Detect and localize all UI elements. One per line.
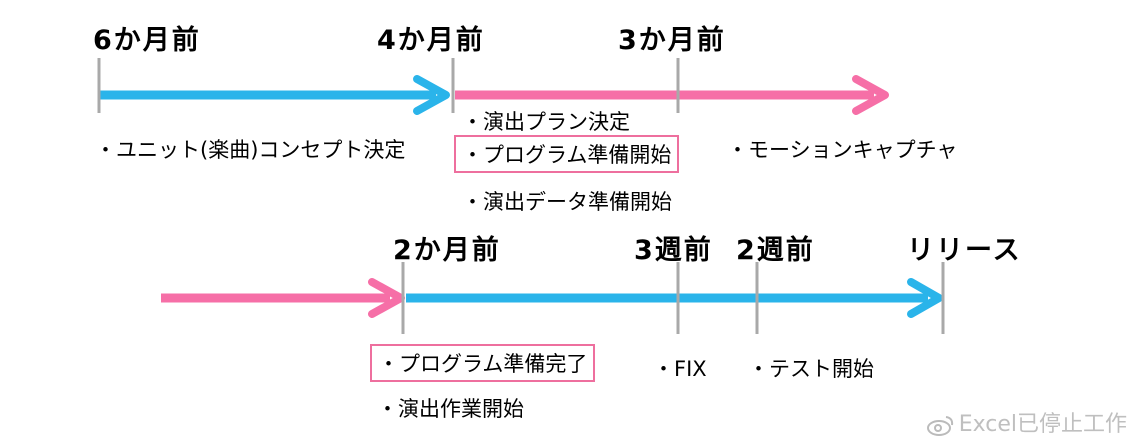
milestone-label-2-months: 2か月前 bbox=[393, 235, 501, 266]
task-unit-concept: ・ユニット(楽曲)コンセプト決定 bbox=[95, 138, 406, 162]
timeline-row2-pink-arrowhead bbox=[368, 278, 405, 318]
task-fix: ・FIX bbox=[653, 357, 707, 381]
milestone-label-4-months: 4か月前 bbox=[377, 25, 485, 56]
task-motion-capture: ・モーションキャプチャ bbox=[727, 138, 958, 162]
milestone-label-2-weeks: 2週前 bbox=[736, 235, 815, 266]
weibo-icon bbox=[926, 416, 953, 436]
milestone-label-release: リリース bbox=[907, 235, 1022, 266]
task-program-prep-complete: ・プログラム準備完了 bbox=[370, 344, 596, 382]
task-test-start: ・テスト開始 bbox=[748, 357, 874, 381]
task-staging-data-prep: ・演出データ準備開始 bbox=[462, 190, 672, 214]
timeline-row1-pink-arrowhead bbox=[852, 75, 889, 115]
watermark: Excel已停止工作 bbox=[926, 406, 1127, 438]
milestone-label-3-weeks: 3週前 bbox=[634, 235, 713, 266]
task-staging-plan: ・演出プラン決定 bbox=[462, 110, 630, 134]
timeline-row1-blue-arrowhead bbox=[413, 75, 450, 115]
milestone-label-3-months: 3か月前 bbox=[618, 25, 726, 56]
milestone-label-6-months: 6か月前 bbox=[93, 25, 201, 56]
timeline-row2-blue-arrowhead bbox=[907, 278, 943, 318]
task-program-prep-start: ・プログラム準備開始 bbox=[454, 135, 680, 173]
watermark-text: Excel已停止工作 bbox=[958, 412, 1127, 437]
task-staging-work-start: ・演出作業開始 bbox=[377, 397, 524, 421]
